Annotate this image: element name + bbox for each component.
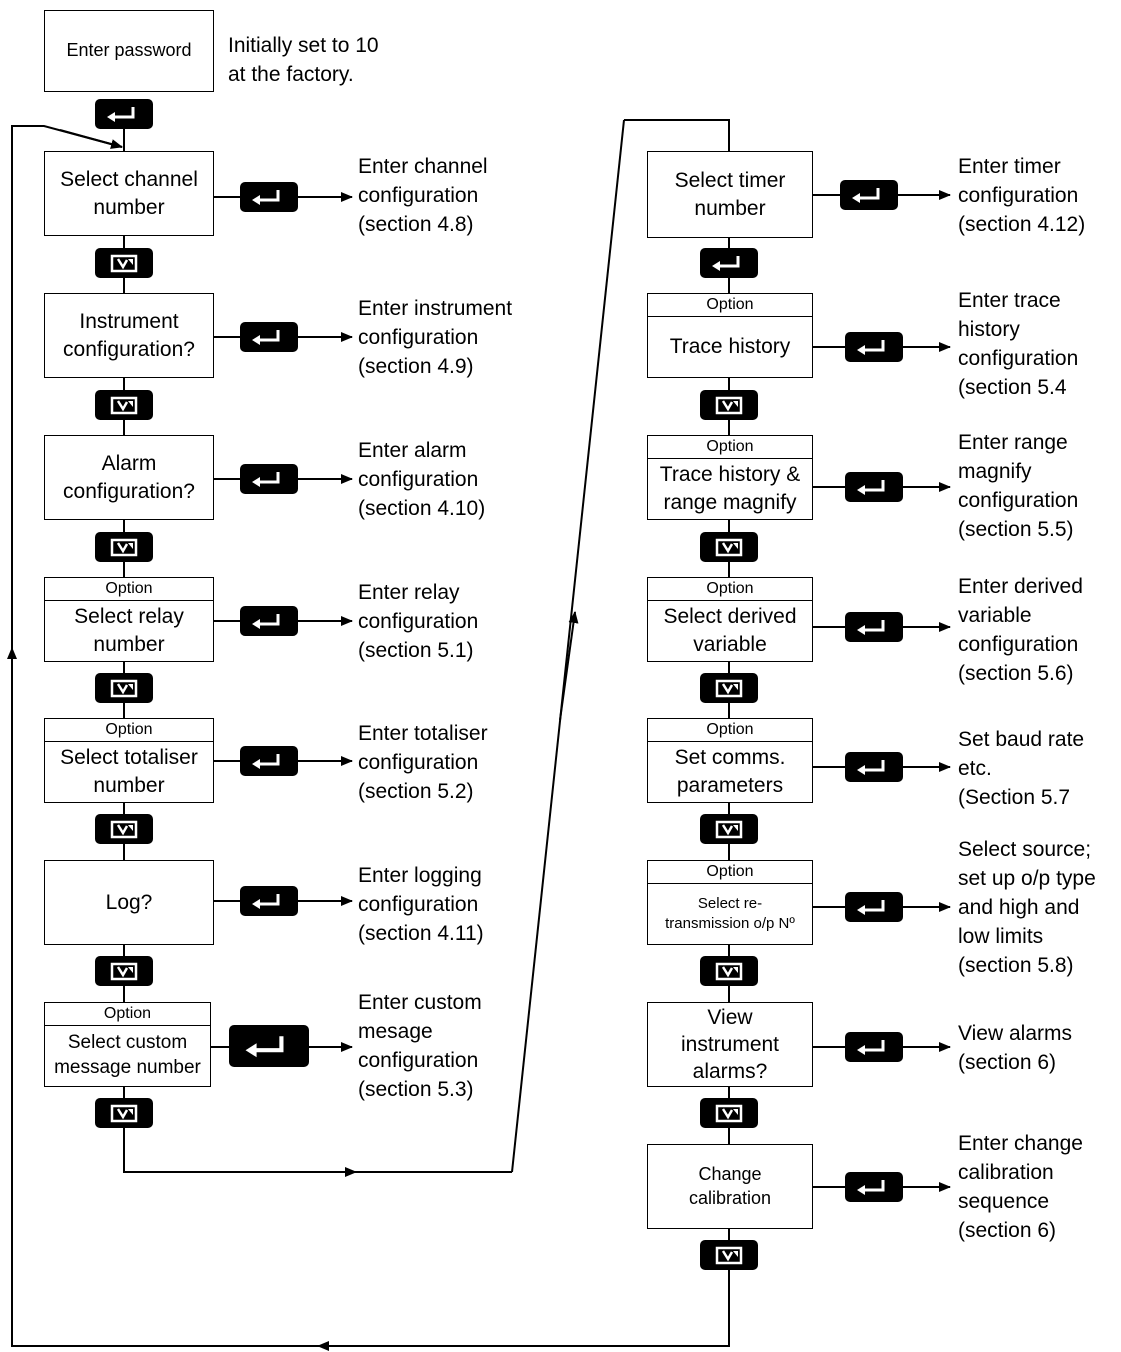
scroll-key-icon <box>95 814 153 844</box>
change-calibration-box: Change calibration <box>647 1144 813 1229</box>
enter-key-icon <box>240 322 298 352</box>
comms-parameters-label: Set comms. parameters <box>674 746 786 797</box>
note-derived-variable: Enter derived variable configuration (se… <box>958 575 1083 685</box>
trace-history-label: Trace history <box>669 334 791 358</box>
view-alarms-box: View instrument alarms? <box>647 1002 813 1087</box>
note-change-calibration: Enter change calibration sequence (secti… <box>958 1132 1083 1242</box>
scroll-key-icon <box>700 673 758 703</box>
note-logging: Enter logging configuration (section 4.1… <box>358 864 484 945</box>
trace-range-magnify-box: Option Trace history & range magnify <box>647 435 813 520</box>
scroll-key-icon <box>700 956 758 986</box>
note-alarm: Enter alarm configuration (section 4.10) <box>358 439 486 520</box>
enter-key-icon <box>240 886 298 916</box>
scroll-key-icon <box>95 673 153 703</box>
scroll-key-icon <box>700 814 758 844</box>
note-range-magnify: Enter range magnify configuration (secti… <box>958 431 1079 541</box>
note-comms: Set baud rate etc. (Section 5.7 <box>958 728 1085 809</box>
enter-key-icon <box>845 752 903 782</box>
derived-variable-label: Select derived variable <box>663 605 797 656</box>
option-label: Option <box>648 578 812 601</box>
enter-key-icon <box>845 472 903 502</box>
enter-key-icon <box>845 1172 903 1202</box>
select-custom-message-box: Option Select custom message number <box>44 1002 211 1087</box>
trace-history-box: Option Trace history <box>647 293 813 378</box>
scroll-key-icon <box>95 248 153 278</box>
enter-key-icon <box>845 1032 903 1062</box>
select-totaliser-label: Select totaliser number <box>60 746 198 797</box>
select-totaliser-box: Option Select totaliser number <box>44 718 214 803</box>
enter-key-icon <box>95 99 153 129</box>
option-label: Option <box>45 719 213 742</box>
note-view-alarms: View alarms (section 6) <box>958 1022 1072 1074</box>
derived-variable-box: Option Select derived variable <box>647 577 813 662</box>
option-label: Option <box>45 1003 210 1026</box>
option-label: Option <box>648 861 812 884</box>
select-custom-message-label: Select custom message number <box>54 1031 201 1078</box>
scroll-key-icon <box>95 1098 153 1128</box>
enter-key-icon <box>240 182 298 212</box>
enter-key-icon <box>845 332 903 362</box>
note-relay: Enter relay configuration (section 5.1) <box>358 581 479 662</box>
note-instrument: Enter instrument configuration (section … <box>358 297 513 378</box>
enter-password-box: Enter password <box>44 10 214 92</box>
enter-key-icon <box>229 1025 309 1067</box>
option-label: Option <box>648 719 812 742</box>
retransmission-box: Option Select re- transmission o/p Nº <box>647 860 813 945</box>
option-label: Option <box>648 294 812 317</box>
log-box: Log? <box>44 860 214 945</box>
note-trace-history: Enter trace history configuration (secti… <box>958 289 1079 399</box>
enter-key-icon <box>840 180 898 210</box>
retransmission-label: Select re- transmission o/p Nº <box>665 895 795 932</box>
select-relay-box: Option Select relay number <box>44 577 214 662</box>
trace-range-magnify-label: Trace history & range magnify <box>659 463 801 514</box>
note-retransmission: Select source; set up o/p type and high … <box>958 838 1096 977</box>
enter-key-icon <box>845 612 903 642</box>
scroll-key-icon <box>700 1098 758 1128</box>
note-timer: Enter timer configuration (section 4.12) <box>958 155 1086 236</box>
select-timer-box: Select timer number <box>647 151 813 238</box>
scroll-key-icon <box>95 532 153 562</box>
note-channel: Enter channel configuration (section 4.8… <box>358 155 488 236</box>
note-custom-message: Enter custom mesage configuration (secti… <box>358 991 482 1101</box>
enter-key-icon <box>240 606 298 636</box>
enter-key-icon <box>240 746 298 776</box>
enter-key-icon <box>700 248 758 278</box>
comms-parameters-box: Option Set comms. parameters <box>647 718 813 803</box>
alarm-config-box: Alarm configuration? <box>44 435 214 520</box>
enter-key-icon <box>240 464 298 494</box>
select-channel-box: Select channel number <box>44 151 214 236</box>
factory-note: Initially set to 10 at the factory. <box>228 34 379 86</box>
option-label: Option <box>45 578 213 601</box>
option-label: Option <box>648 436 812 459</box>
scroll-key-icon <box>700 390 758 420</box>
scroll-key-icon <box>95 956 153 986</box>
scroll-key-icon <box>700 1240 758 1270</box>
instrument-config-box: Instrument configuration? <box>44 293 214 378</box>
scroll-key-icon <box>95 390 153 420</box>
select-relay-label: Select relay number <box>74 605 184 656</box>
note-totaliser: Enter totaliser configuration (section 5… <box>358 722 488 803</box>
enter-key-icon <box>845 892 903 922</box>
scroll-key-icon <box>700 532 758 562</box>
